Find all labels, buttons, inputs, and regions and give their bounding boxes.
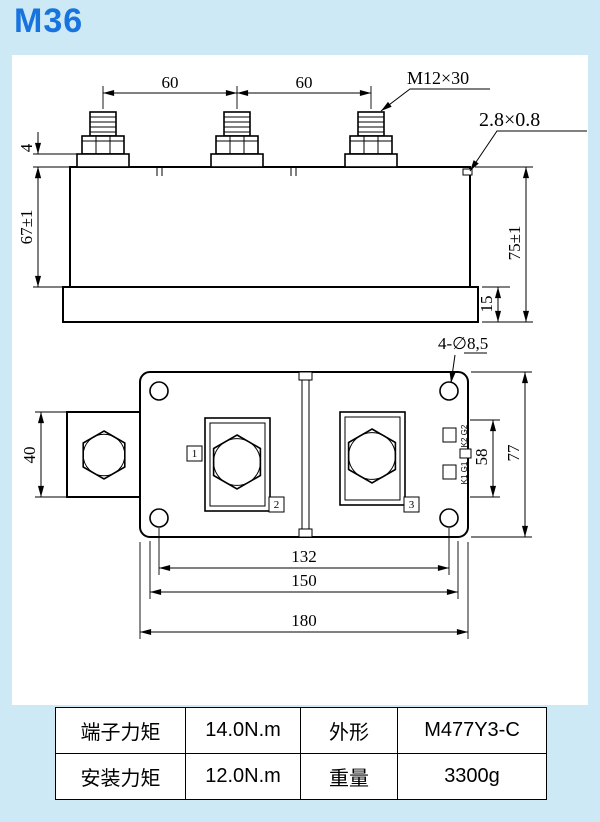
terminal-bolt-1 xyxy=(76,111,130,168)
dim-hole-pitch-label: 132 xyxy=(291,547,317,566)
thread-leader-line xyxy=(380,88,490,112)
mounting-hole xyxy=(439,381,459,401)
terminal-tower-1 xyxy=(204,417,271,512)
mounting-hole xyxy=(439,508,459,528)
terminal-bolt-2 xyxy=(210,111,264,168)
top-view: 1 2 3 K2 G2 K1 G1 40 4-∅8,5 58 77 xyxy=(20,334,532,639)
body-top-seams xyxy=(156,167,297,176)
module-body-outline xyxy=(69,166,471,288)
dim-pitch-right-label: 60 xyxy=(296,73,313,92)
dim-total-height-label: 75±1 xyxy=(505,226,524,261)
thread-callout-label: M12×30 xyxy=(407,68,469,88)
spec-value-mounting-torque: 12.0N.m xyxy=(186,754,301,800)
base-plate xyxy=(62,286,479,323)
technical-drawing: 60 60 M12×30 2.8×0.8 4 67±1 75±1 15 xyxy=(12,55,588,705)
tab-callout-label: 2.8×0.8 xyxy=(479,109,540,131)
spec-table: 端子力矩 14.0N.m 外形 M477Y3-C 安装力矩 12.0N.m 重量… xyxy=(55,707,547,800)
lug-bolt-head xyxy=(82,430,126,480)
spec-label-mounting-torque: 安装力矩 xyxy=(56,754,186,800)
dim-ctrl-span-label: 58 xyxy=(472,449,491,466)
page-title: M36 xyxy=(14,2,84,40)
terminal-bolt-3 xyxy=(344,111,398,168)
mounting-hole xyxy=(149,381,169,401)
divider-tab-bottom xyxy=(298,528,313,538)
fastontab-side xyxy=(462,168,473,176)
spec-label-weight: 重量 xyxy=(301,754,398,800)
hole-leader-line xyxy=(449,354,456,384)
terminal-tag-1: 1 xyxy=(186,445,203,462)
pitch-extension-lines xyxy=(102,86,372,109)
spec-label-terminal-torque: 端子力矩 xyxy=(56,708,186,754)
dim-pitch-left-label: 60 xyxy=(162,73,179,92)
dim-width-label: 77 xyxy=(504,444,523,462)
terminal-tower-2 xyxy=(339,411,406,506)
spec-value-outline: M477Y3-C xyxy=(398,708,547,754)
length-extension-lines xyxy=(139,542,469,639)
hole-callout-label: 4-∅8,5 xyxy=(438,334,488,353)
control-tab-bottom xyxy=(442,464,457,480)
dim-lug-width-label: 40 xyxy=(20,447,39,464)
terminal-tag-2: 2 xyxy=(268,496,285,513)
divider-rib xyxy=(301,372,310,537)
dim-base-height-label: 15 xyxy=(477,296,496,313)
edge-notch xyxy=(459,448,472,459)
dim-hole-outer-label: 150 xyxy=(291,571,317,590)
dim-body-height-label: 67±1 xyxy=(17,210,36,245)
svg-text:2: 2 xyxy=(274,499,280,511)
dim-step-label: 4 xyxy=(17,143,36,152)
terminal-tag-3: 3 xyxy=(403,496,420,513)
spec-value-terminal-torque: 14.0N.m xyxy=(186,708,301,754)
spec-value-weight: 3300g xyxy=(398,754,547,800)
control-tab-top xyxy=(442,427,457,443)
svg-text:1: 1 xyxy=(192,448,198,460)
divider-tab-top xyxy=(298,371,313,381)
spec-label-outline: 外形 xyxy=(301,708,398,754)
tab-leader-line xyxy=(469,130,587,172)
control-label-top: K2 G2 xyxy=(460,424,469,447)
control-label-bottom: K1 G1 xyxy=(460,461,469,484)
mounting-hole xyxy=(149,508,169,528)
dim-length-label: 180 xyxy=(291,611,317,630)
svg-text:3: 3 xyxy=(409,499,415,511)
width-extension-lines xyxy=(471,371,532,538)
side-view: 60 60 M12×30 2.8×0.8 4 67±1 75±1 15 xyxy=(17,68,587,323)
